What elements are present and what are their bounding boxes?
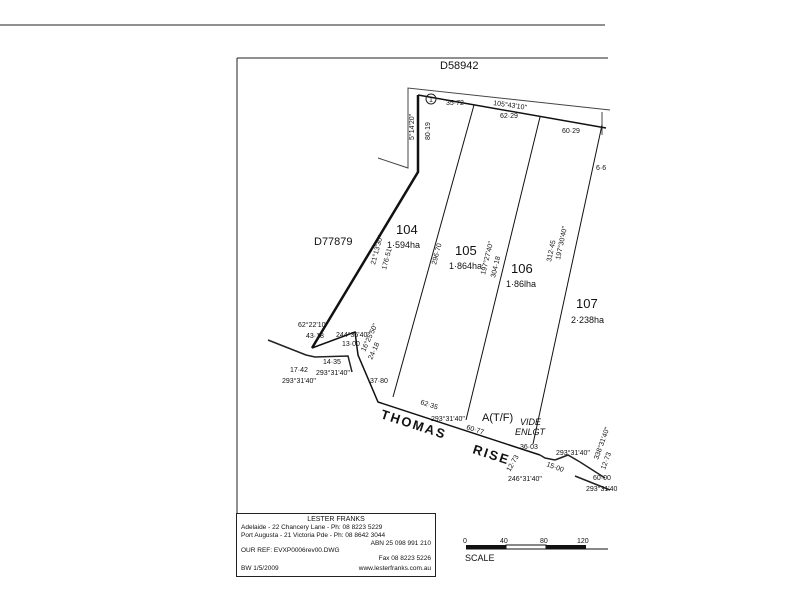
- dim-frontage-104: 37·80: [370, 378, 388, 385]
- adjoining-title-north: D58942: [440, 60, 479, 72]
- dim-top-right: 6·6: [596, 165, 606, 172]
- dim-road-bearing-1: 293°31'40": [282, 377, 316, 385]
- dim-west-length-2: 176·51: [381, 248, 393, 271]
- page-frame: [0, 24, 608, 560]
- dim-corner-bearing-1: 62°22'10": [298, 321, 328, 329]
- scale-label: SCALE: [465, 553, 495, 563]
- dim-bearing-2933b: 293°31'40": [556, 449, 590, 457]
- our-reference: OUR REF: EVXP0006rev00.DWG: [241, 547, 340, 554]
- lot-107-area: 2·238ha: [571, 315, 604, 325]
- dim-frontage-1435: 14·35: [323, 359, 341, 366]
- lot-106-number: 106: [511, 261, 533, 276]
- fax-number: Fax 08 8223 5226: [378, 555, 431, 562]
- dim-bearing-246: 246°31'40": [508, 475, 542, 483]
- dim-top-106: 62·29: [500, 113, 518, 120]
- dim-west-bearing-1: 5°14'20": [408, 113, 416, 140]
- title-block: LESTER FRANKS Adelaide - 22 Chancery Lan…: [236, 513, 436, 577]
- port-augusta-office: Port Augusta - 21 Victoria Pde - Ph: 08 …: [241, 532, 386, 539]
- firm-name: LESTER FRANKS: [307, 516, 365, 523]
- lot-105-area: 1·864ha: [449, 261, 482, 271]
- lot-107-number: 107: [576, 296, 598, 311]
- road-boundary: [267, 339, 611, 491]
- lot-boundaries: [310, 94, 607, 456]
- dim-frontage-1742: 17·42: [290, 367, 308, 374]
- dim-length-6000: 60·00: [593, 475, 611, 482]
- lot-105-number: 105: [455, 243, 477, 258]
- enlgt-label: ENLGT: [515, 427, 547, 437]
- lot-104-number: 104: [396, 222, 418, 237]
- dim-road-bearing-2: 293°31'40": [316, 369, 350, 377]
- dim-corner-bearing-2: 244°35'40": [336, 331, 370, 339]
- dim-bearing-293c: 293°31'40: [586, 485, 617, 493]
- drawn-date: BW 1/5/2009: [241, 565, 279, 572]
- lot-104-area: 1·594ha: [387, 240, 420, 250]
- scale-tick-80: 80: [540, 538, 548, 545]
- dim-west-length-1: 80·19: [425, 122, 432, 140]
- adjoining-boundary: [377, 87, 611, 169]
- road-name-rise: RISE: [471, 442, 512, 468]
- website: www.lesterfranks.com.au: [358, 565, 431, 572]
- easement-label: A(T/F): [482, 412, 513, 424]
- dim-frontage-105: 62·35: [419, 399, 438, 411]
- adjoining-title-west: D77879: [314, 236, 353, 248]
- road-name-thomas: THOMAS: [379, 407, 449, 442]
- dim-corner-length-1: 43·18: [306, 333, 324, 340]
- dim-top-105: 35·72: [446, 100, 464, 107]
- dim-div-104-105: 296·70: [431, 243, 443, 266]
- dim-frontage-3603: 36·03: [520, 444, 538, 451]
- point-marker-label: 1: [429, 97, 433, 104]
- vide-label: VIDE: [520, 417, 542, 427]
- scale-tick-0: 0: [463, 538, 467, 545]
- point-marker: 1: [425, 93, 437, 105]
- abn-number: ABN 25 098 991 210: [370, 540, 431, 547]
- dim-length-1500: 15·00: [545, 461, 564, 474]
- lot-106-area: 1·86lha: [506, 279, 536, 289]
- dim-corner-length-2: 13·00: [342, 341, 360, 348]
- adelaide-office: Adelaide - 22 Chancery Lane - Ph: 08 822…: [241, 524, 383, 531]
- dim-div-105-106: 304·18: [490, 256, 502, 279]
- scale-bar: 0 40 80 120 SCALE: [463, 538, 608, 563]
- dim-road-bearing-3: 293°31'40": [431, 415, 465, 423]
- scale-tick-40: 40: [500, 538, 508, 545]
- scale-tick-120: 120: [577, 538, 589, 545]
- dim-div-106-107: 312·45: [546, 240, 557, 263]
- dim-top-107: 60·29: [562, 128, 580, 135]
- dim-frontage-106: 60·77: [465, 424, 484, 436]
